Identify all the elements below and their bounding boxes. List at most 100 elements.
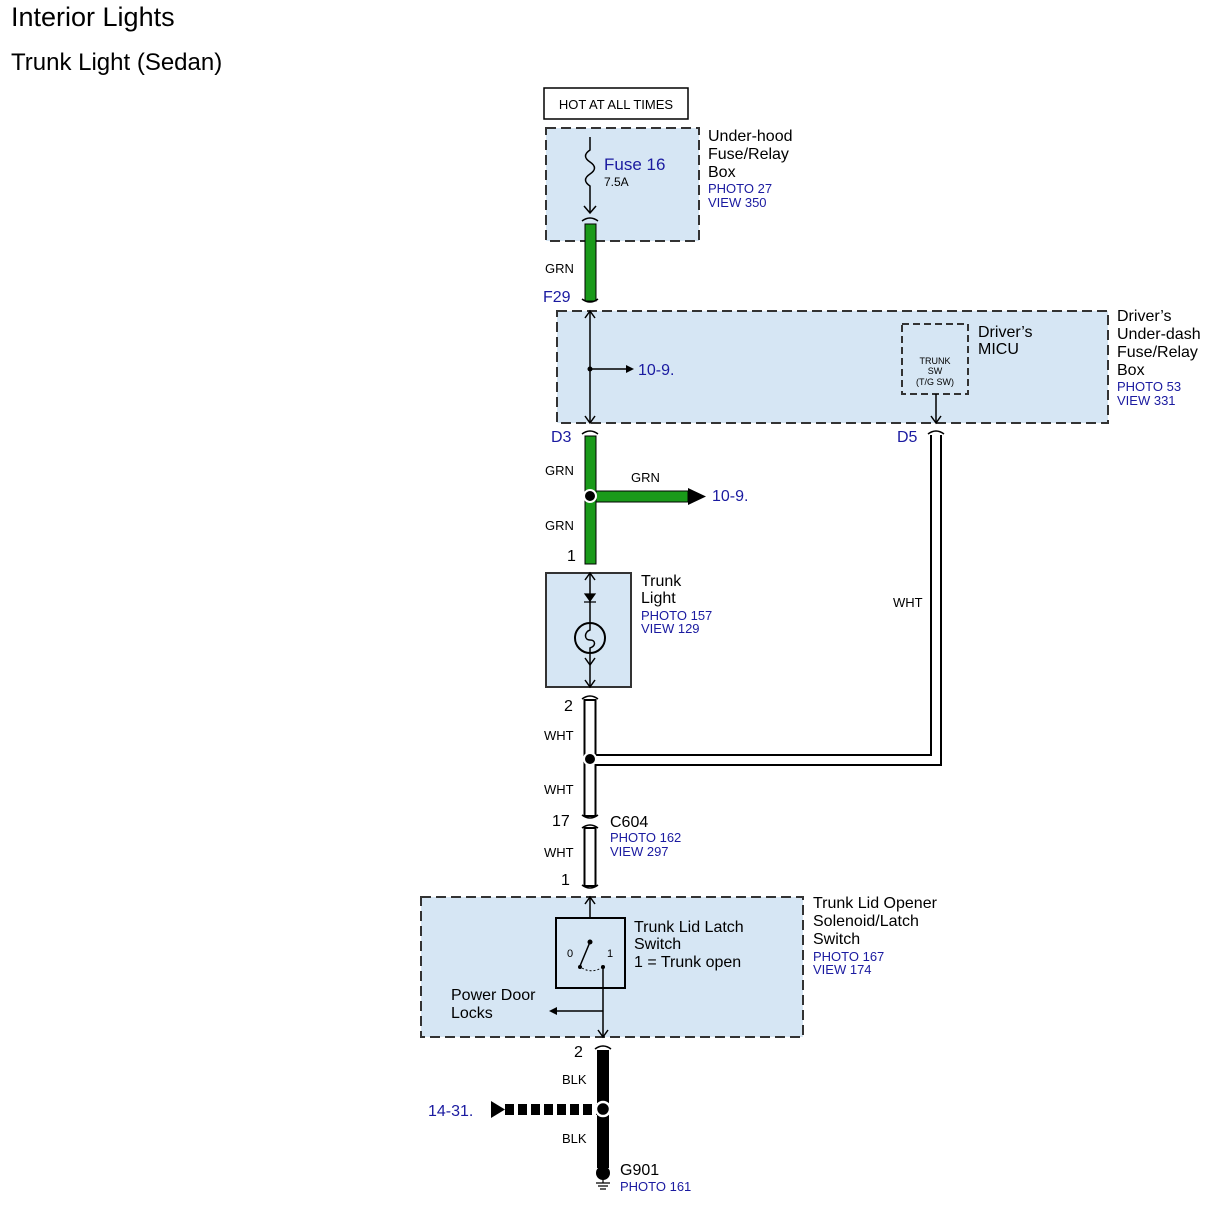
trunk-light-pin-1: 1 [567,548,576,565]
fuse-16-symbol [584,137,596,212]
power-door-locks-2: Locks [451,1005,493,1022]
underdash-box-name-3: Fuse/Relay [1117,344,1198,361]
latch-switch-label-2: Switch [634,936,681,953]
arrow-down-icon [584,679,596,689]
grn-wire-1 [584,223,597,302]
underhood-box-name-2: Fuse/Relay [708,146,789,163]
connector-cap-icon [581,217,599,222]
ground-icon [596,1182,610,1190]
connector-cap-icon [581,695,599,700]
underdash-fuse-box [556,310,1109,424]
blk-wire-1-label: BLK [562,1072,587,1087]
grn-wire-1-label: GRN [545,261,574,276]
trunk-light-pin-2: 2 [564,698,573,715]
fuse-16-label: Fuse 16 [604,155,665,174]
latch-switch-label-1: Trunk Lid Latch [634,919,744,936]
terminal-f29: F29 [543,289,571,306]
arrow-down-icon [584,657,596,667]
ground-name: G901 [620,1162,659,1179]
trunk-light-name-1: Trunk [641,573,682,590]
trunk-sw-label-1: TRUNK [920,356,951,366]
solenoid-photo: PHOTO 167 [813,949,884,964]
arrow-down-icon [584,415,596,425]
arrow-up-icon [584,309,596,319]
fuse-16-rating: 7.5A [604,175,629,189]
terminal-d3: D3 [551,429,572,446]
wht-wire-2-label: WHT [544,782,574,797]
grn-wire-2-label: GRN [545,463,574,478]
underdash-box-name-4: Box [1117,362,1145,379]
arrow-down-icon [597,1029,609,1039]
underdash-box-view: VIEW 331 [1117,393,1176,408]
wht-wire-3-label: WHT [544,845,574,860]
arrowhead-icon [549,1007,557,1015]
c604-connector-cap-icon [581,814,599,829]
underdash-box-name-1: Driver’s [1117,308,1172,325]
blk-wire-2-label: BLK [562,1131,587,1146]
solenoid-view: VIEW 174 [813,962,872,977]
grn-wire-3-label: GRN [545,518,574,533]
latch-switch-box [555,917,626,989]
power-door-locks-1: Power Door [451,987,536,1004]
arrowhead-icon [626,365,634,373]
grn-branch-label: GRN [631,470,660,485]
wht-join-patch [586,756,936,764]
connector-cap-icon [581,298,599,303]
underhood-box-name-3: Box [708,164,736,181]
trunk-sw-box [901,323,969,395]
c604-pin: 17 [552,813,570,830]
underhood-fuse-box [545,127,700,242]
solenoid-pin-2: 2 [574,1044,583,1061]
underdash-box-name-2: Under-dash [1117,326,1201,343]
solenoid-name-2: Solenoid/Latch [813,913,919,930]
bulb-filament-icon [584,623,596,653]
wht-wire-3 [583,827,597,887]
fuse-arrow-icon [583,205,597,215]
blk-splice-dot [594,1100,612,1118]
underhood-box-name-1: Under-hood [708,128,793,145]
grn-branch-wire [595,490,689,503]
connector-cap-icon [927,430,945,435]
solenoid-name-3: Switch [813,931,860,948]
switch-pos-1: 1 [607,948,613,960]
grn-branch-arrowhead-icon [688,488,706,505]
c604-name: C604 [610,814,648,831]
c604-view: VIEW 297 [610,844,669,859]
connector-cap-icon [594,1045,612,1050]
c604-photo: PHOTO 162 [610,830,681,845]
wht-wire-1-label: WHT [544,728,574,743]
underhood-box-photo: PHOTO 27 [708,181,772,196]
power-source-box [543,87,689,120]
ground-photo: PHOTO 161 [620,1179,691,1194]
arrow-down-icon [930,415,942,425]
micu-label-2: MICU [978,341,1019,358]
switch-blade [579,941,591,967]
grn-splice-dot [583,489,597,503]
latch-switch-label-3: 1 = Trunk open [634,954,741,971]
trunk-sw-label-3: (T/G SW) [916,377,954,387]
grn-branch-ref: 10-9. [712,488,748,505]
trunk-sw-label-2: SW [928,366,943,376]
power-source-label: HOT AT ALL TIMES [559,97,673,112]
ground-terminal-icon [596,1166,610,1180]
blk-branch-ref: 14-31. [428,1103,473,1120]
wht-d5-label: WHT [893,595,923,610]
switch-pos-0: 0 [567,948,573,960]
micu-label-1: Driver’s [978,324,1033,341]
connector-cap-icon [581,430,599,435]
blk-branch-arrowhead-icon [491,1101,505,1118]
page-title: Interior Lights [11,2,175,32]
arrow-up-icon [584,895,596,905]
underdash-box-photo: PHOTO 53 [1117,379,1181,394]
switch-contact-dot [578,965,582,969]
trunk-light-name-2: Light [641,590,676,607]
diode-icon [583,593,597,603]
page-subtitle: Trunk Light (Sedan) [11,49,223,76]
switch-dashed-link [581,966,604,972]
arrow-up-icon [584,571,596,581]
solenoid-name-1: Trunk Lid Opener [813,895,938,912]
underdash-ref: 10-9. [638,362,674,379]
wht-splice-dot [583,752,597,766]
terminal-d5: D5 [897,429,918,446]
